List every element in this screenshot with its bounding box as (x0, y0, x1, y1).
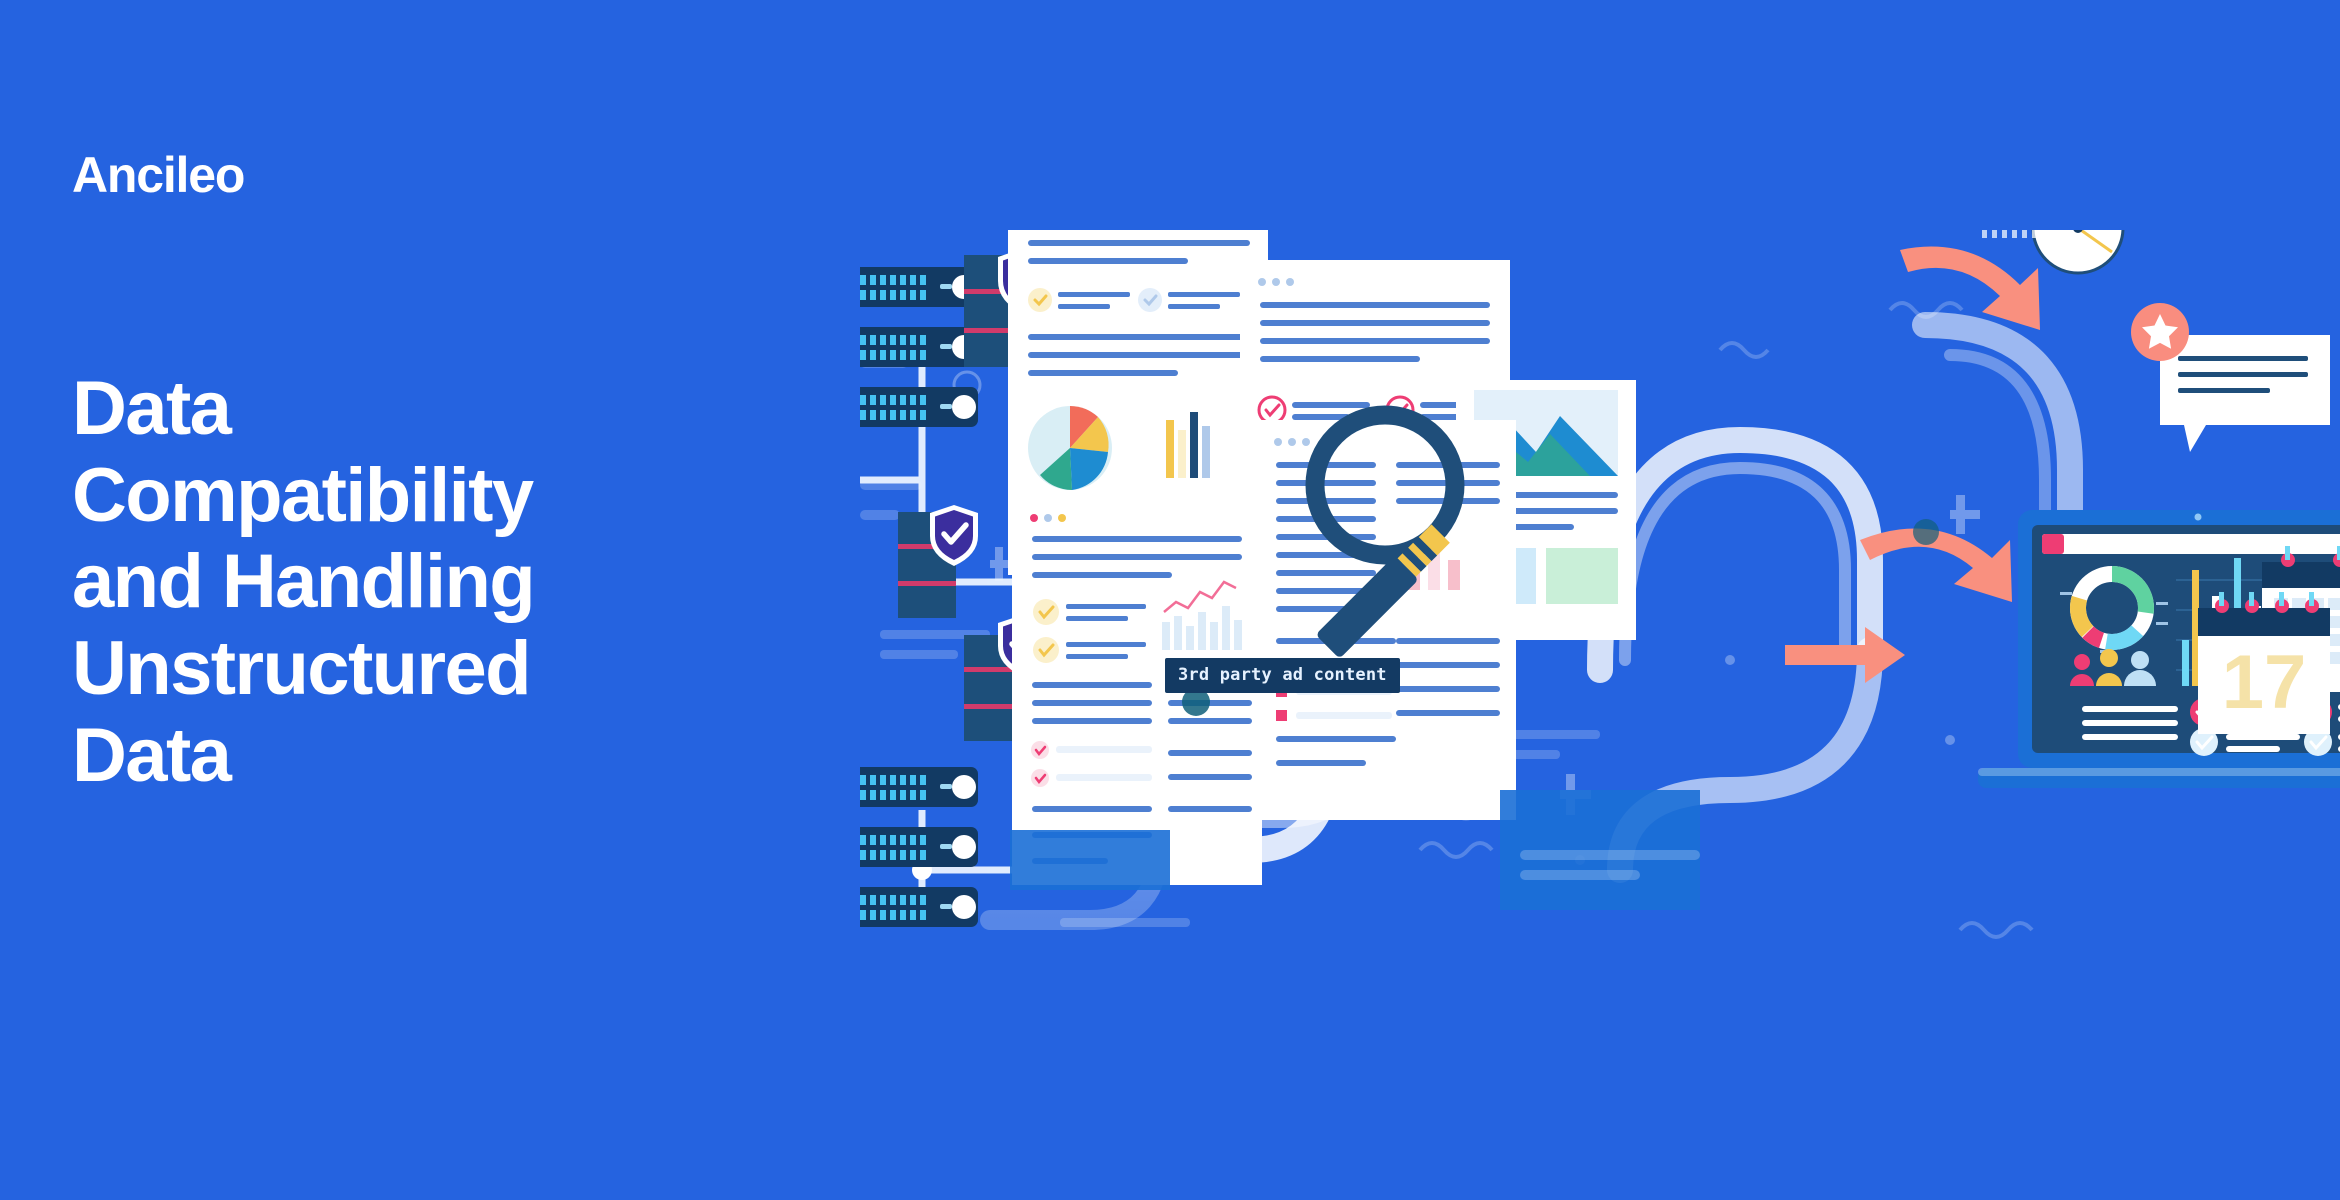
magnifier-icon (1305, 405, 1465, 657)
headline-line-3: and Handling (72, 539, 536, 625)
calendar-front: 17 (2198, 592, 2330, 734)
mini-chart-top-right (1982, 230, 2037, 238)
shield-check-badge-2 (930, 505, 978, 566)
check-row-pink-1 (1257, 395, 1370, 425)
sparkline-chart-doc-d (1162, 580, 1242, 650)
donut-chart (2060, 566, 2168, 653)
db-mid (900, 370, 958, 404)
arrow-right-4 (1785, 627, 1905, 683)
pie-chart-doc (1028, 406, 1112, 490)
headline-line-1: Data (72, 366, 232, 451)
page-title: Data Compatibility and Handling Unstruct… (72, 366, 862, 799)
arrow-curve-top (1900, 246, 2040, 330)
third-party-tag: 3rd party ad content (1165, 658, 1400, 693)
arrow-curve-bottom (1860, 528, 2012, 602)
calendar-day-number: 17 (2222, 640, 2307, 725)
headline-line-4: Unstructured (72, 625, 532, 711)
decor-teal-dots (1182, 519, 1939, 716)
headline-line-2: Compatibility (72, 452, 534, 538)
document-card-e (1256, 420, 1516, 820)
star-badge (2131, 303, 2189, 361)
decor-blocks (1010, 790, 1700, 910)
clock-gauge (2031, 230, 2125, 275)
brand-logo[interactable]: Ancileo (72, 147, 245, 203)
bar-chart-doc-a (1166, 412, 1210, 478)
server-rack-bottom-group (860, 767, 978, 927)
people-group-icon (2070, 649, 2156, 686)
data-pipeline-illustration: 17 (860, 230, 2340, 970)
headline-line-5: Data (72, 712, 232, 798)
speech-bubble (2160, 335, 2330, 452)
